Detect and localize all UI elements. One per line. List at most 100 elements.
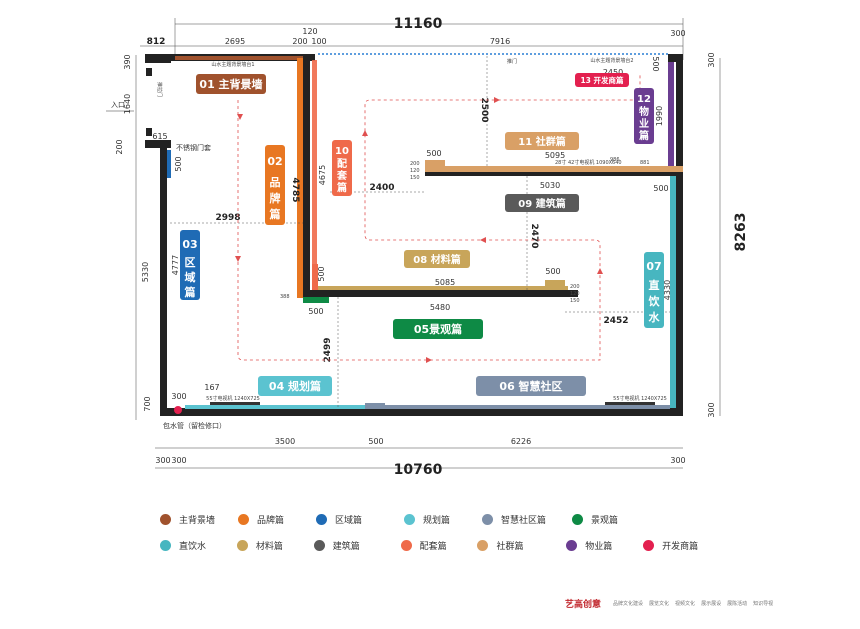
small-val-1: 120	[410, 168, 420, 174]
legend-item: 建筑篇	[313, 539, 391, 552]
wall-right-cyan	[670, 176, 676, 408]
wall-top-right	[668, 54, 683, 62]
dim-left-8: 300	[171, 392, 186, 401]
wall-upper-right	[425, 166, 683, 172]
legend-item: 配套篇	[400, 539, 478, 552]
dim-int-17: 500	[653, 184, 668, 193]
dim-left-4: 500	[174, 156, 183, 171]
legend-dot	[400, 539, 412, 551]
dim-int-3: 2400	[369, 183, 394, 193]
footer: 艺高创意 品牌文化建设 展览文化 视频文化 展示展设 展陈活动 知识导视	[565, 597, 835, 610]
water-pipe-marker	[174, 406, 182, 414]
route-arrow-icon	[362, 130, 368, 136]
footer-item: 品牌文化建设	[613, 600, 644, 607]
small-val-0: 200	[410, 161, 420, 167]
dim-left-0: 390	[123, 54, 132, 69]
tv-right-label: 55寸电视机 1240X725	[613, 395, 667, 402]
wall2-label: 山水主题背景墙台2	[590, 57, 633, 64]
zone-13[interactable]: 13 开发商篇	[575, 73, 629, 87]
legend-item: 开发商篇	[643, 539, 720, 552]
dim-bottom-5: 300	[670, 456, 685, 465]
svg-text:13 开发商篇: 13 开发商篇	[580, 75, 624, 85]
dim-bottom-3: 500	[368, 437, 383, 446]
svg-text:01 主背景墙: 01 主背景墙	[199, 77, 262, 91]
small-val-5: 200	[570, 284, 580, 290]
legend-item: 社群篇	[477, 539, 554, 552]
dim-top-total: 11160	[394, 16, 443, 32]
company-logo: 艺高创意	[565, 599, 602, 610]
steel-door-label: 不锈钢门套	[176, 143, 211, 152]
dim-int-4: 2500	[479, 97, 489, 122]
legend-item: 景观篇	[572, 513, 650, 526]
dim-left-2: 615	[152, 132, 167, 141]
zone-01[interactable]: 01 主背景墙	[196, 74, 266, 94]
dim-int-5: 5095	[545, 151, 565, 160]
footer-item: 展览文化	[649, 600, 670, 607]
door-note: 推门	[507, 58, 517, 65]
dim-int-7: 2470	[529, 223, 539, 248]
tv-left-label: 55寸电视机 1240X725	[206, 395, 260, 402]
legend-dot	[643, 539, 655, 551]
zone-11[interactable]: 11 社群篇	[505, 132, 579, 150]
legend-item: 主背景墙	[160, 513, 238, 526]
route-arrow-icon	[597, 268, 603, 274]
dim-top-5: 7916	[490, 37, 510, 46]
dim-top-2: 120	[302, 27, 317, 36]
legend-item: 规划篇	[404, 513, 482, 526]
wall-right	[676, 54, 683, 416]
dim-int-14: 167	[204, 383, 219, 392]
legend-dot	[160, 513, 171, 525]
legend-dot	[477, 539, 489, 551]
dim-top-0: 812	[147, 37, 166, 47]
zone-04[interactable]: 04 规划篇	[258, 376, 332, 396]
dim-left-3: 200	[115, 139, 124, 154]
wall-vertical-center	[303, 56, 310, 294]
dim-left-7: 700	[143, 396, 152, 411]
zone-06[interactable]: 06 智慧社区	[476, 376, 586, 396]
legend-dot	[404, 513, 415, 525]
zone-08[interactable]: 08 材料篇	[404, 250, 470, 268]
svg-text:11 社群篇: 11 社群篇	[518, 135, 565, 148]
legend-dot	[572, 513, 583, 525]
wall-bottom	[160, 408, 683, 416]
dim-top-1: 2695	[225, 37, 245, 46]
dim-right-1: 1990	[655, 106, 664, 126]
dim-right-2: 4330	[663, 280, 672, 300]
dim-int-12: 2452	[603, 316, 628, 326]
route-arrow-icon	[237, 114, 243, 120]
legend: 主背景墙 品牌篇 区域篇 规划篇 智慧社区篇 景观篇 直饮水 材料篇 建筑篇 配…	[160, 506, 720, 558]
svg-text:06 智慧社区: 06 智慧社区	[499, 379, 562, 393]
wall-left	[160, 146, 167, 416]
sliding-door-label: 推拉门	[156, 82, 163, 97]
dim-left-6: 4777	[171, 255, 180, 275]
legend-item: 智慧社区篇	[482, 513, 572, 526]
zone-05[interactable]: 05景观篇	[393, 319, 483, 339]
legend-dot	[238, 513, 249, 525]
legend-dot	[313, 539, 325, 551]
svg-text:05景观篇: 05景观篇	[414, 322, 462, 336]
dim-bottom-4: 6226	[511, 437, 531, 446]
zone-09[interactable]: 09 建筑篇	[505, 194, 579, 212]
legend-dot	[482, 513, 493, 525]
dim-right-3: 300	[707, 402, 716, 417]
small-val-2: 150	[410, 175, 420, 181]
dim-int-18: 500	[545, 267, 560, 276]
small-val-6: 120	[570, 291, 580, 297]
route-arrow-icon	[480, 237, 486, 243]
dim-int-16: 500	[651, 56, 660, 71]
tv-small-note: 28寸 42寸电视机 1090X640	[555, 159, 622, 166]
small-val-3: 986	[610, 157, 620, 163]
dim-int-1: 4785	[290, 177, 300, 202]
dim-left-5: 5330	[141, 262, 150, 282]
dim-int-2: 4675	[318, 165, 327, 185]
wall-right-purple	[668, 62, 674, 170]
